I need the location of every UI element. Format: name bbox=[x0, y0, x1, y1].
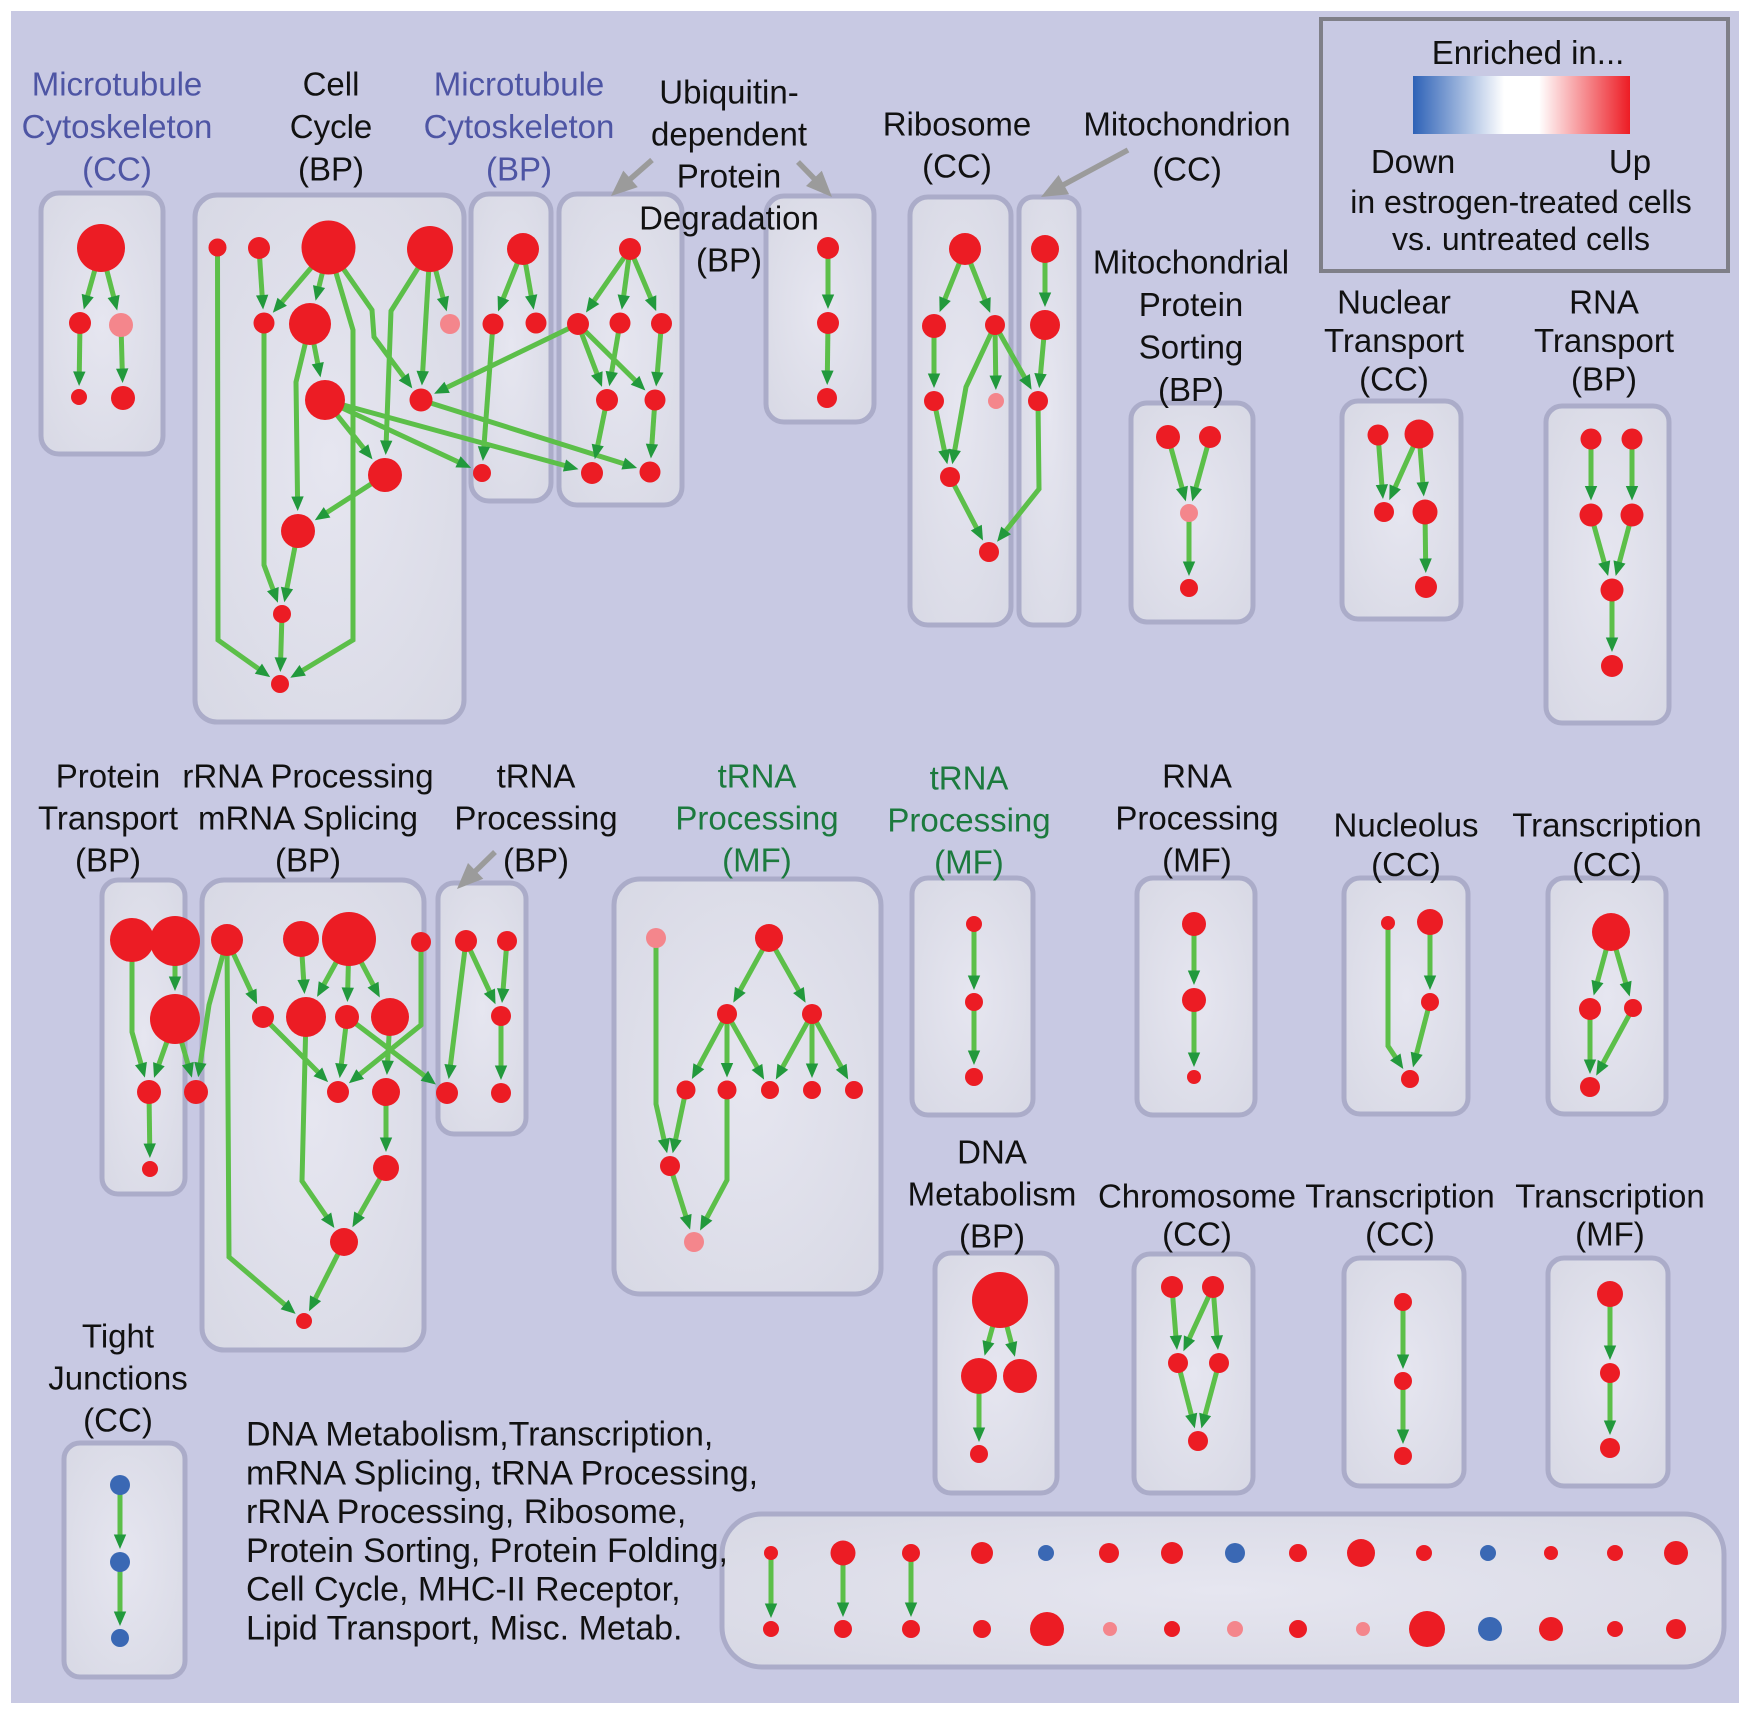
svg-text:Transport: Transport bbox=[38, 800, 178, 837]
svg-text:tRNA: tRNA bbox=[497, 758, 576, 795]
svg-text:(CC): (CC) bbox=[83, 1402, 153, 1439]
svg-text:Mitochondrial: Mitochondrial bbox=[1093, 244, 1289, 281]
svg-text:rRNA Processing: rRNA Processing bbox=[182, 758, 433, 795]
svg-text:Cycle: Cycle bbox=[290, 108, 373, 145]
svg-text:mRNA Splicing: mRNA Splicing bbox=[198, 800, 418, 837]
svg-text:(CC): (CC) bbox=[1152, 151, 1222, 188]
svg-text:(MF): (MF) bbox=[1162, 842, 1232, 879]
svg-text:Protein Sorting, Protein Foldi: Protein Sorting, Protein Folding, bbox=[246, 1532, 728, 1570]
svg-text:Sorting: Sorting bbox=[1139, 329, 1244, 366]
svg-text:tRNA: tRNA bbox=[930, 760, 1009, 797]
svg-text:Processing: Processing bbox=[1115, 800, 1278, 837]
svg-text:(BP): (BP) bbox=[275, 842, 341, 879]
svg-text:Junctions: Junctions bbox=[48, 1360, 187, 1397]
svg-text:Transcription: Transcription bbox=[1515, 1178, 1705, 1215]
svg-text:(BP): (BP) bbox=[503, 842, 569, 879]
svg-text:Cell Cycle, MHC-II Receptor,: Cell Cycle, MHC-II Receptor, bbox=[246, 1571, 681, 1609]
svg-text:RNA: RNA bbox=[1569, 284, 1639, 321]
svg-text:vs. untreated cells: vs. untreated cells bbox=[1392, 221, 1650, 257]
svg-text:Processing: Processing bbox=[454, 800, 617, 837]
svg-text:(MF): (MF) bbox=[1575, 1216, 1645, 1253]
svg-text:(CC): (CC) bbox=[1162, 1216, 1232, 1253]
svg-text:Protein: Protein bbox=[677, 158, 782, 195]
svg-text:Nuclear: Nuclear bbox=[1337, 284, 1451, 321]
svg-text:DNA: DNA bbox=[957, 1134, 1027, 1171]
svg-text:tRNA: tRNA bbox=[718, 758, 797, 795]
svg-text:(CC): (CC) bbox=[1359, 361, 1429, 398]
svg-text:(CC): (CC) bbox=[1365, 1216, 1435, 1253]
svg-text:Protein: Protein bbox=[1139, 286, 1244, 323]
svg-text:Mitochondrion: Mitochondrion bbox=[1083, 106, 1290, 143]
svg-text:(BP): (BP) bbox=[1571, 361, 1637, 398]
svg-text:(MF): (MF) bbox=[722, 842, 792, 879]
svg-text:Up: Up bbox=[1609, 143, 1651, 180]
svg-text:Cell: Cell bbox=[303, 66, 360, 103]
svg-text:(BP): (BP) bbox=[298, 151, 364, 188]
svg-text:Cytoskeleton: Cytoskeleton bbox=[22, 108, 213, 145]
svg-text:mRNA Splicing, tRNA Processing: mRNA Splicing, tRNA Processing, bbox=[246, 1454, 758, 1492]
svg-text:(CC): (CC) bbox=[922, 148, 992, 185]
svg-text:Transport: Transport bbox=[1324, 322, 1464, 359]
svg-text:Ribosome: Ribosome bbox=[883, 106, 1032, 143]
svg-text:(BP): (BP) bbox=[959, 1218, 1025, 1255]
svg-text:(CC): (CC) bbox=[1572, 846, 1642, 883]
svg-text:dependent: dependent bbox=[651, 116, 807, 153]
svg-text:Chromosome: Chromosome bbox=[1098, 1178, 1296, 1215]
svg-text:(CC): (CC) bbox=[82, 151, 152, 188]
svg-text:Protein: Protein bbox=[56, 758, 161, 795]
svg-text:Processing: Processing bbox=[675, 800, 838, 837]
svg-text:(BP): (BP) bbox=[696, 242, 762, 279]
svg-text:Transcription: Transcription bbox=[1512, 807, 1702, 844]
svg-text:Transport: Transport bbox=[1534, 322, 1674, 359]
svg-text:Degradation: Degradation bbox=[639, 200, 819, 237]
svg-text:Ubiquitin-: Ubiquitin- bbox=[659, 74, 798, 111]
svg-text:(BP): (BP) bbox=[1158, 371, 1224, 408]
svg-text:rRNA Processing, Ribosome,: rRNA Processing, Ribosome, bbox=[246, 1493, 686, 1531]
svg-text:Nucleolus: Nucleolus bbox=[1334, 807, 1479, 844]
svg-text:Cytoskeleton: Cytoskeleton bbox=[424, 108, 615, 145]
svg-text:Transcription: Transcription bbox=[1305, 1178, 1495, 1215]
svg-text:Down: Down bbox=[1371, 143, 1455, 180]
svg-text:DNA Metabolism,Transcription,: DNA Metabolism,Transcription, bbox=[246, 1416, 713, 1454]
svg-text:in estrogen-treated cells: in estrogen-treated cells bbox=[1350, 184, 1692, 220]
svg-text:RNA: RNA bbox=[1162, 758, 1232, 795]
svg-text:Tight: Tight bbox=[82, 1318, 154, 1355]
svg-text:(CC): (CC) bbox=[1371, 846, 1441, 883]
svg-text:Enriched in...: Enriched in... bbox=[1432, 34, 1625, 71]
svg-text:(MF): (MF) bbox=[934, 844, 1004, 881]
svg-text:(BP): (BP) bbox=[486, 151, 552, 188]
svg-text:Processing: Processing bbox=[887, 802, 1050, 839]
svg-text:Microtubule: Microtubule bbox=[434, 66, 605, 103]
svg-text:Metabolism: Metabolism bbox=[908, 1176, 1077, 1213]
svg-text:(BP): (BP) bbox=[75, 842, 141, 879]
svg-text:Microtubule: Microtubule bbox=[32, 66, 203, 103]
svg-text:Lipid Transport, Misc. Metab.: Lipid Transport, Misc. Metab. bbox=[246, 1610, 683, 1648]
